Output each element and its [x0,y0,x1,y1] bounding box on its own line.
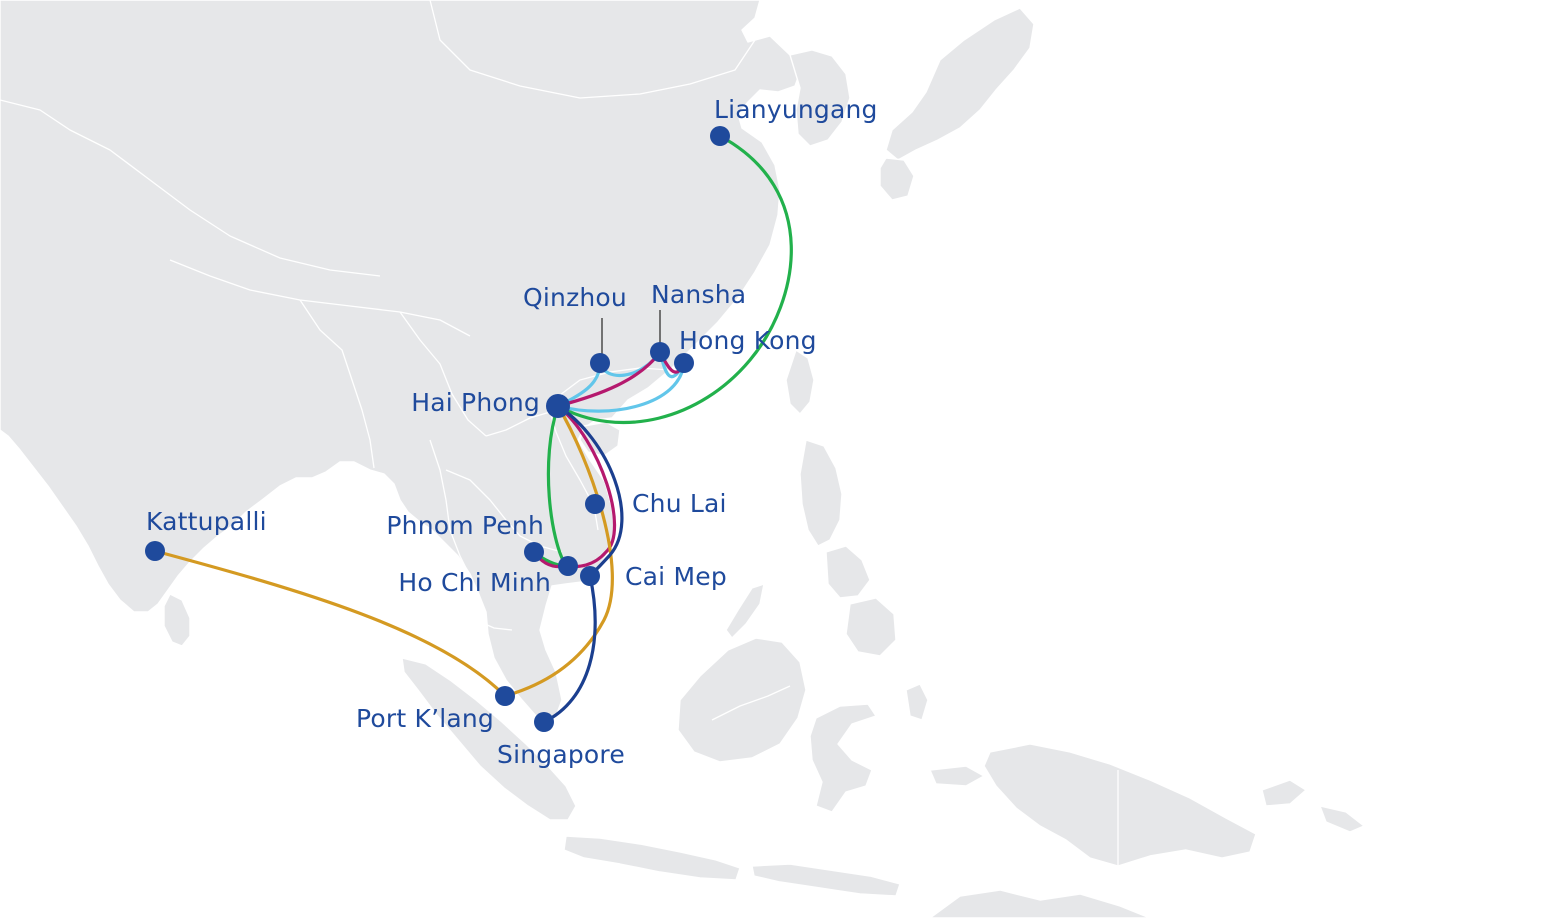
borders-layer [0,0,1118,866]
port-label-phnom-penh: Phnom Penh [386,511,544,540]
japan-honshu [885,7,1035,161]
visayas [825,545,871,599]
sumatra [401,657,577,821]
route-gold-kattupalli [153,549,507,698]
route-gold-portklang [503,404,614,698]
seram [929,765,985,787]
port-marker-hong-kong[interactable] [674,353,694,373]
route-green-hochiminh [532,404,569,568]
route-magenta-nansha [556,350,662,408]
border-thailand-malaysia [475,619,513,631]
port-label-hong-kong: Hong Kong [679,326,817,355]
border-myanmar-china [399,311,487,437]
new-britain [1261,779,1307,807]
lesser-sunda [751,863,901,897]
solomon [1319,805,1365,833]
java [563,835,741,881]
route-green-lianyungang [556,134,793,425]
port-label-kattupalli: Kattupalli [146,507,267,536]
border-myanmar-thailand [429,439,471,577]
port-marker-cai-mep[interactable] [580,566,600,586]
ports-layer [145,126,730,732]
border-himalaya [169,259,471,337]
australia-north [929,889,1151,918]
route-cyan-hongkong-haiphong [556,361,686,413]
border-china-mongolia [429,0,756,99]
port-label-port-klang: Port K’lang [356,704,494,733]
japan-kyushu [879,157,915,201]
port-marker-lianyungang[interactable] [710,126,730,146]
port-label-hai-phong: Hai Phong [411,388,540,417]
port-label-lianyungang: Lianyungang [714,95,878,124]
port-label-chu-lai: Chu Lai [632,489,727,518]
port-label-singapore: Singapore [497,740,625,769]
border-china-west [0,99,381,277]
border-india-bangladesh [299,299,375,469]
port-label-nansha: Nansha [651,280,746,309]
port-marker-singapore[interactable] [534,712,554,732]
halmahera [905,683,929,721]
port-marker-phnom-penh[interactable] [524,542,544,562]
sulawesi [809,703,877,813]
mindanao [845,597,897,657]
port-marker-port-klang[interactable] [495,686,515,706]
sri-lanka [163,593,191,647]
port-marker-nansha[interactable] [650,342,670,362]
port-label-qinzhou: Qinzhou [523,283,627,312]
labels-layer: Lianyungang Qinzhou Nansha Hong Kong Hai… [146,95,878,769]
border-borneo [711,685,791,721]
taiwan [785,349,815,415]
routes-layer [153,134,793,724]
palawan [725,583,765,639]
port-marker-ho-chi-minh[interactable] [558,556,578,576]
border-guangxi [555,367,671,399]
port-marker-hai-phong[interactable] [546,394,570,418]
route-navy-singapore [542,574,597,724]
route-magenta-hochiminh [556,404,617,569]
luzon [799,439,843,547]
port-marker-chu-lai[interactable] [585,494,605,514]
land-layer [0,0,1365,918]
port-marker-qinzhou[interactable] [590,353,610,373]
korea [789,49,851,147]
new-guinea [983,743,1257,867]
port-label-cai-mep: Cai Mep [625,562,727,591]
port-marker-kattupalli[interactable] [145,541,165,561]
borneo [677,637,807,763]
leader-lines [601,310,661,356]
port-label-ho-chi-minh: Ho Chi Minh [398,568,551,597]
